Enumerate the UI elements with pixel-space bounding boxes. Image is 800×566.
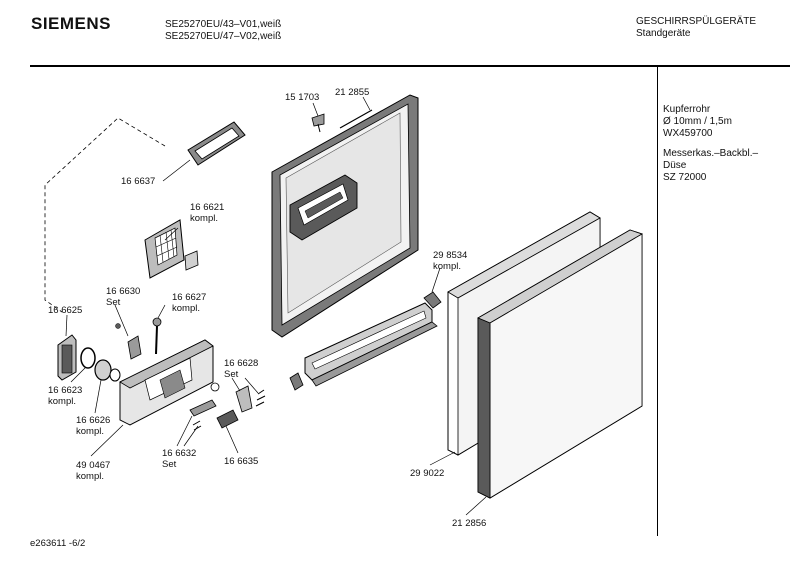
part-label: 16 6637 xyxy=(121,176,155,187)
model-line-1: SE25270EU/43–V01,weiß xyxy=(165,19,282,30)
part-inner-door-212855[interactable] xyxy=(271,94,419,338)
part-label: 16 6625 xyxy=(48,305,82,316)
part-number: 29 8534 xyxy=(433,250,468,261)
sidebar-divider xyxy=(657,66,658,536)
part-lever-set-166632[interactable] xyxy=(189,399,217,431)
part-number: 16 6628 xyxy=(224,358,259,369)
part-number: 15 1703 xyxy=(285,92,320,103)
part-number: 16 6632 xyxy=(162,448,197,459)
subcategory-title: Standgeräte xyxy=(636,28,691,39)
part-control-module-490467[interactable] xyxy=(119,339,214,426)
part-clip-166630[interactable] xyxy=(115,323,142,360)
part-number: 16 6625 xyxy=(48,305,83,316)
part-note: kompl. xyxy=(433,261,461,272)
part-number: 29 9022 xyxy=(410,468,445,479)
part-label: 29 9022 xyxy=(410,468,444,479)
note-line: SZ 72000 xyxy=(663,172,707,183)
part-outer-door-212856[interactable] xyxy=(477,229,643,499)
part-number: 16 6630 xyxy=(106,286,141,297)
part-note: kompl. xyxy=(48,396,76,407)
part-pin-166627[interactable] xyxy=(152,317,162,355)
document-id: e263611 -6/2 xyxy=(30,538,86,549)
note-line: Ø 10mm / 1,5m xyxy=(663,116,732,127)
note-line: Kupferrohr xyxy=(663,104,711,115)
part-screw-151703[interactable] xyxy=(311,113,325,133)
part-switch-166635[interactable] xyxy=(216,409,239,429)
part-knob-166625[interactable] xyxy=(57,334,77,381)
part-note: kompl. xyxy=(76,426,104,437)
category-title: GESCHIRRSPÜLGERÄTE xyxy=(636,16,757,27)
part-note: kompl. xyxy=(190,213,218,224)
part-number: 21 2855 xyxy=(335,87,370,98)
part-frame-166637[interactable] xyxy=(187,121,246,166)
part-trim-strip-298534[interactable] xyxy=(289,291,442,391)
note-line: Messerkas.–Backbl.– xyxy=(663,148,759,159)
part-note: Set xyxy=(224,369,239,380)
note-copper-pipe: Kupferrohr Ø 10mm / 1,5m WX459700 xyxy=(663,104,732,140)
part-label: 21 2855 xyxy=(335,87,369,98)
part-note: kompl. xyxy=(76,471,104,482)
part-spring-set-166628[interactable] xyxy=(210,382,266,413)
part-label: 16 6635 xyxy=(224,456,258,467)
brand-logo: SIEMENS xyxy=(31,14,112,33)
leader-lines xyxy=(65,96,487,516)
part-note: Set xyxy=(162,459,177,470)
part-ring-166623[interactable] xyxy=(80,347,96,369)
part-note: Set xyxy=(106,297,121,308)
part-label: 15 1703 xyxy=(285,92,319,103)
part-grid-166621[interactable] xyxy=(144,219,199,279)
part-number: 16 6627 xyxy=(172,292,207,303)
model-line-2: SE25270EU/47–V02,weiß xyxy=(165,31,282,42)
part-number: 21 2856 xyxy=(452,518,487,529)
part-number: 16 6635 xyxy=(224,456,259,467)
note-spray-nozzle: Messerkas.–Backbl.– Düse SZ 72000 xyxy=(663,148,758,184)
note-line: Düse xyxy=(663,160,687,171)
part-number: 49 0467 xyxy=(76,460,111,471)
part-label: 21 2856 xyxy=(452,518,486,529)
assembly-outline xyxy=(44,117,166,313)
part-note: kompl. xyxy=(172,303,200,314)
part-number: 16 6623 xyxy=(48,385,83,396)
part-number: 16 6637 xyxy=(121,176,156,187)
note-line: WX459700 xyxy=(663,128,713,139)
part-number: 16 6626 xyxy=(76,415,111,426)
part-sleeve-166626[interactable] xyxy=(94,359,121,382)
header-divider xyxy=(30,65,790,67)
part-number: 16 6621 xyxy=(190,202,225,213)
